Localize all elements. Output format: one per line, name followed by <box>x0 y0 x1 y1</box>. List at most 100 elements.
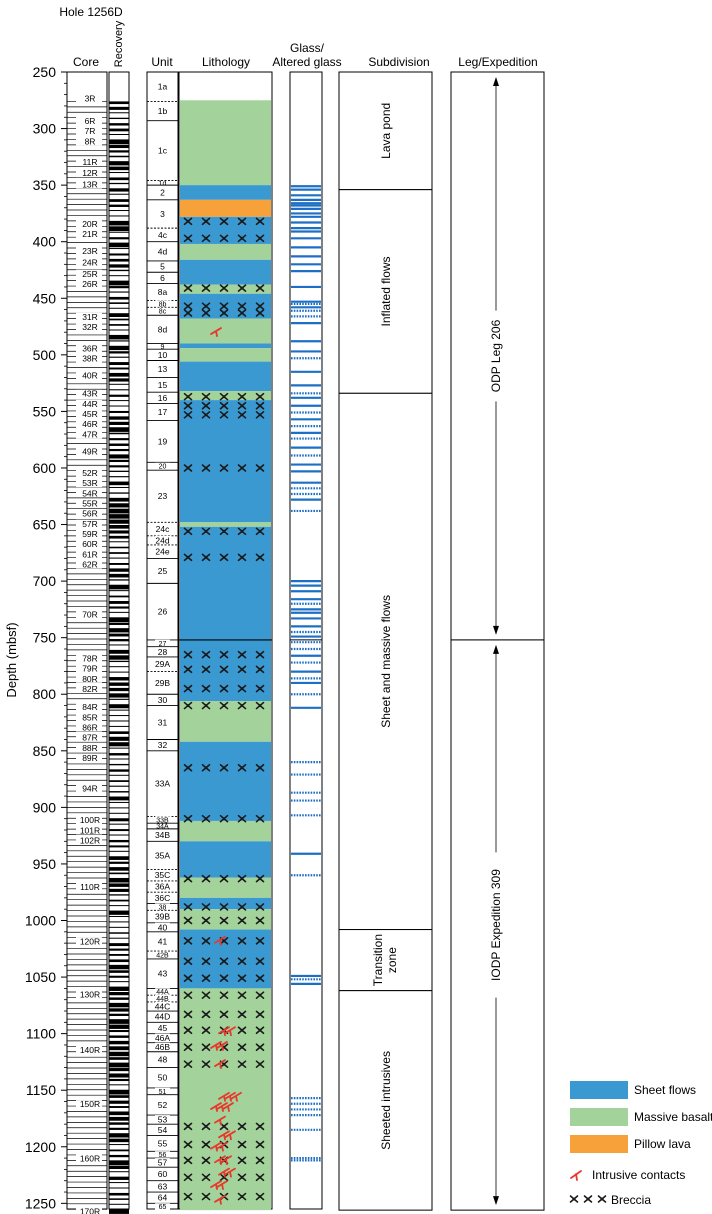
unit-label-bg <box>155 951 170 959</box>
recovery-bar <box>109 264 129 268</box>
recovery-bar <box>109 796 129 801</box>
recovery-bar <box>109 177 129 181</box>
unit-label: 8c <box>159 309 167 316</box>
unit-label: 53 <box>158 1115 168 1125</box>
core-label-bg <box>76 1154 102 1163</box>
recovery-bar <box>109 1182 129 1184</box>
core-label: 120R <box>80 936 100 946</box>
recovery-bar <box>109 579 129 581</box>
unit-label: 63 <box>158 1181 168 1191</box>
recovery-bar <box>109 313 129 317</box>
core-label-bg <box>76 157 102 166</box>
recovery-bar <box>109 503 129 508</box>
core-label: 47R <box>82 429 98 439</box>
unit-label-bg <box>155 1023 170 1032</box>
recovery-bar <box>109 839 129 843</box>
lithology-sheet <box>180 741 271 821</box>
core-label: 26R <box>82 279 98 289</box>
lithology-pillow <box>180 199 271 217</box>
unit-label-bg <box>155 262 170 271</box>
core-label: 49R <box>82 446 98 456</box>
core-label-bg <box>76 713 102 722</box>
leg-arrowhead-down <box>493 625 499 635</box>
recovery-bar <box>109 128 129 132</box>
lithology-sheet <box>180 185 271 200</box>
subdivision-label: Sheeted intrusives <box>379 1051 393 1150</box>
recovery-bar <box>109 774 129 776</box>
unit-label-bg <box>155 300 170 308</box>
core-label-bg <box>76 654 102 663</box>
axis-tick-label: 650 <box>33 517 57 533</box>
core-label: 53R <box>82 478 98 488</box>
recovery-bar <box>109 867 129 871</box>
recovery-bar <box>109 943 129 947</box>
unit-label: 55 <box>158 1138 168 1148</box>
core-label: 84R <box>82 702 98 712</box>
recovery-bar <box>109 1116 129 1121</box>
recovery-bar <box>109 677 129 681</box>
unit-label: 41 <box>158 936 168 946</box>
recovery-bar <box>109 1209 129 1214</box>
core-label: 43R <box>82 389 98 399</box>
core-label-bg <box>76 784 102 793</box>
core-label-bg <box>76 468 102 477</box>
recovery-bar <box>109 1176 129 1180</box>
unit-label-bg <box>155 1001 170 1011</box>
recovery-bar <box>109 204 129 207</box>
recovery-bar <box>109 758 129 760</box>
header-subdivision: Subdivision <box>368 55 429 69</box>
unit-label-bg <box>155 1055 170 1064</box>
lithology-sheet <box>180 343 271 349</box>
core-label: 94R <box>82 784 98 794</box>
core-label-bg <box>76 127 102 136</box>
recovery-bar <box>109 894 129 896</box>
core-label-bg <box>76 610 102 619</box>
core-label-bg <box>76 94 102 103</box>
recovery-bar <box>109 953 129 956</box>
core-label: 100R <box>80 815 100 825</box>
legend-label: Massive basalt <box>634 1110 712 1124</box>
recovery-bar <box>109 405 129 407</box>
recovery-bar <box>109 237 129 240</box>
recovery-bar <box>109 552 129 554</box>
recovery-bar <box>109 1100 129 1104</box>
unit-label: 36A <box>155 882 170 892</box>
unit-label: 31 <box>158 717 168 727</box>
unit-label-bg <box>155 816 170 824</box>
unit-label: 46A <box>155 1033 170 1043</box>
subdivision-label: Sheet and massive flows <box>379 595 393 728</box>
intrusive-contact <box>224 1026 236 1037</box>
recovery-bar <box>109 470 129 472</box>
recovery-bar <box>109 150 129 153</box>
leg-label: IODP Expedition 309 <box>489 869 503 981</box>
core-label-bg <box>76 816 102 825</box>
recovery-bar <box>109 1084 129 1086</box>
core-label: 12R <box>82 168 98 178</box>
recovery-bar <box>109 161 129 166</box>
unit-label: 65 <box>159 1204 167 1211</box>
core-label: 13R <box>82 179 98 189</box>
core-label: 140R <box>80 1045 100 1055</box>
unit-label: 56 <box>159 1152 167 1159</box>
recovery-bar <box>109 421 129 425</box>
recovery-bar <box>109 590 129 592</box>
recovery-bar <box>109 1122 129 1125</box>
core-label-bg <box>76 540 102 549</box>
unit-label-bg <box>155 491 170 501</box>
core-label-bg <box>76 117 102 126</box>
core-label: 70R <box>82 609 98 619</box>
recovery-bar <box>109 1068 129 1072</box>
recovery-bar <box>109 1154 129 1158</box>
unit-label: 25 <box>158 566 168 576</box>
recovery-bar <box>109 144 129 149</box>
recovery-bar <box>109 1030 129 1033</box>
recovery-bar <box>109 1165 129 1170</box>
unit-label-bg <box>155 1042 170 1052</box>
core-label: 78R <box>82 653 98 663</box>
legend-swatch-breccia <box>597 1195 607 1203</box>
lithology-massive <box>180 243 271 260</box>
intrusive-contact <box>230 1091 242 1102</box>
legend-swatch-intrusive <box>570 1170 582 1181</box>
axis-tick-label: 300 <box>33 121 57 137</box>
recovery-bar <box>109 497 129 502</box>
